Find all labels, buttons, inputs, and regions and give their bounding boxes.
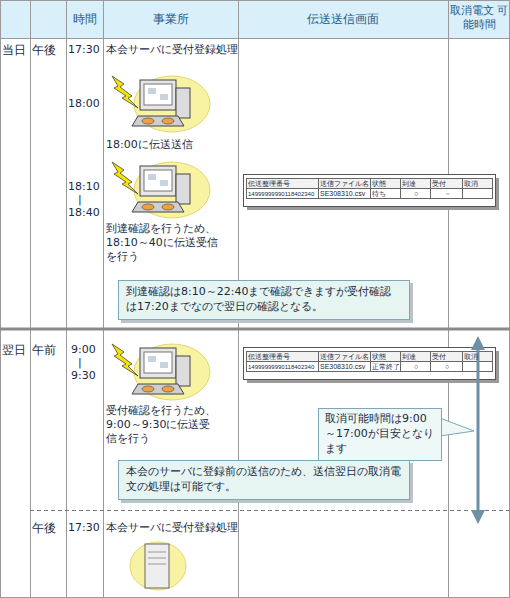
column-header: 伝送送信画面 xyxy=(238,12,448,27)
table-cell: ○ xyxy=(402,190,430,197)
callout-pointer xyxy=(440,418,474,436)
caption-text: 到達確認を行うため、18:10～40に伝送受信を行う xyxy=(106,222,218,263)
note-text: 到達確認は8:10～22:40まで確認できますが受付確認は17:20までなので翌… xyxy=(126,285,402,315)
pc-illustration xyxy=(112,162,210,218)
note-box: 到達確認は8:10～22:40まで確認できますが受付確認は17:20までなので翌… xyxy=(118,280,410,320)
time-label: 17:30 xyxy=(68,521,104,535)
period-separator xyxy=(30,510,510,511)
caption-text: 受付確認を行うため、9:00～9:30に伝送受信を行う xyxy=(106,404,218,445)
time-label: 9:30 xyxy=(71,369,103,383)
pc-illustration xyxy=(112,76,210,132)
table-cell: 正常終了 xyxy=(372,363,400,370)
cancel-period-arrow xyxy=(471,336,485,524)
table-cell: ○ xyxy=(432,363,462,370)
table-cell: 14999999990118402340 xyxy=(248,364,318,370)
table-cell: SE308310.csv xyxy=(320,363,370,370)
table-header-cell: 到達 xyxy=(402,180,430,187)
time-separator: | xyxy=(78,356,92,370)
table-cell: － xyxy=(432,190,462,197)
time-label: 18:00 xyxy=(68,97,104,111)
header-band xyxy=(0,0,510,38)
table-header-cell: 状態 xyxy=(372,180,400,187)
table-header-cell: 取消 xyxy=(464,180,492,187)
screen-window xyxy=(244,348,500,384)
period-label: 午前 xyxy=(32,343,66,358)
time-separator: | xyxy=(78,193,92,207)
table-cell: SE308310.csv xyxy=(320,190,370,197)
time-label: 9:00 xyxy=(71,343,103,357)
table-header-cell: 状態 xyxy=(372,353,400,360)
column-header: 事業所 xyxy=(103,12,238,27)
note-box: 本会のサーバに登録前の送信のため、送信翌日の取消電文の処理は可能です。 xyxy=(118,460,410,500)
column-header: 時間 xyxy=(66,12,103,27)
time-label: 18:10 xyxy=(68,180,104,194)
pc-illustration xyxy=(112,344,210,400)
table-header-cell: 送信ファイル名 xyxy=(320,180,370,187)
time-label: 17:30 xyxy=(68,43,104,57)
day-separator xyxy=(0,328,510,331)
process-text: 本会サーバに受付登録処理 xyxy=(106,43,238,57)
table-header-cell: 送信ファイル名 xyxy=(320,353,370,360)
table-cell: 14999999990118402340 xyxy=(248,191,318,197)
table-cell: ○ xyxy=(402,363,430,370)
note-text: 本会のサーバに登録前の送信のため、送信翌日の取消電文の処理は可能です。 xyxy=(126,465,402,495)
note-text: 取消可能時間は9:00～17:00が目安となります xyxy=(325,412,435,457)
server-illustration xyxy=(130,542,186,590)
table-cell: 待ち xyxy=(372,190,400,197)
caption-text: 18:00に伝送送信 xyxy=(106,138,236,152)
table-header-cell: 到達 xyxy=(402,353,430,360)
table-header-cell: 取消 xyxy=(464,353,492,360)
period-label: 午後 xyxy=(32,43,66,58)
table-header-cell: 受付 xyxy=(432,180,462,187)
column-header: 取消電文 可能時間 xyxy=(448,4,510,32)
period-label: 午後 xyxy=(32,521,66,536)
screen-window xyxy=(244,175,500,211)
day-label: 当日 xyxy=(2,43,30,58)
table-header-cell: 受付 xyxy=(432,353,462,360)
table-header-cell: 伝送整理番号 xyxy=(248,353,318,360)
process-text: 本会サーバに受付登録処理 xyxy=(106,521,238,535)
day-label: 翌日 xyxy=(2,343,30,358)
callout-box: 取消可能時間は9:00～17:00が目安となります xyxy=(318,408,442,461)
table-header-cell: 伝送整理番号 xyxy=(248,180,318,187)
time-label: 18:40 xyxy=(68,206,104,220)
